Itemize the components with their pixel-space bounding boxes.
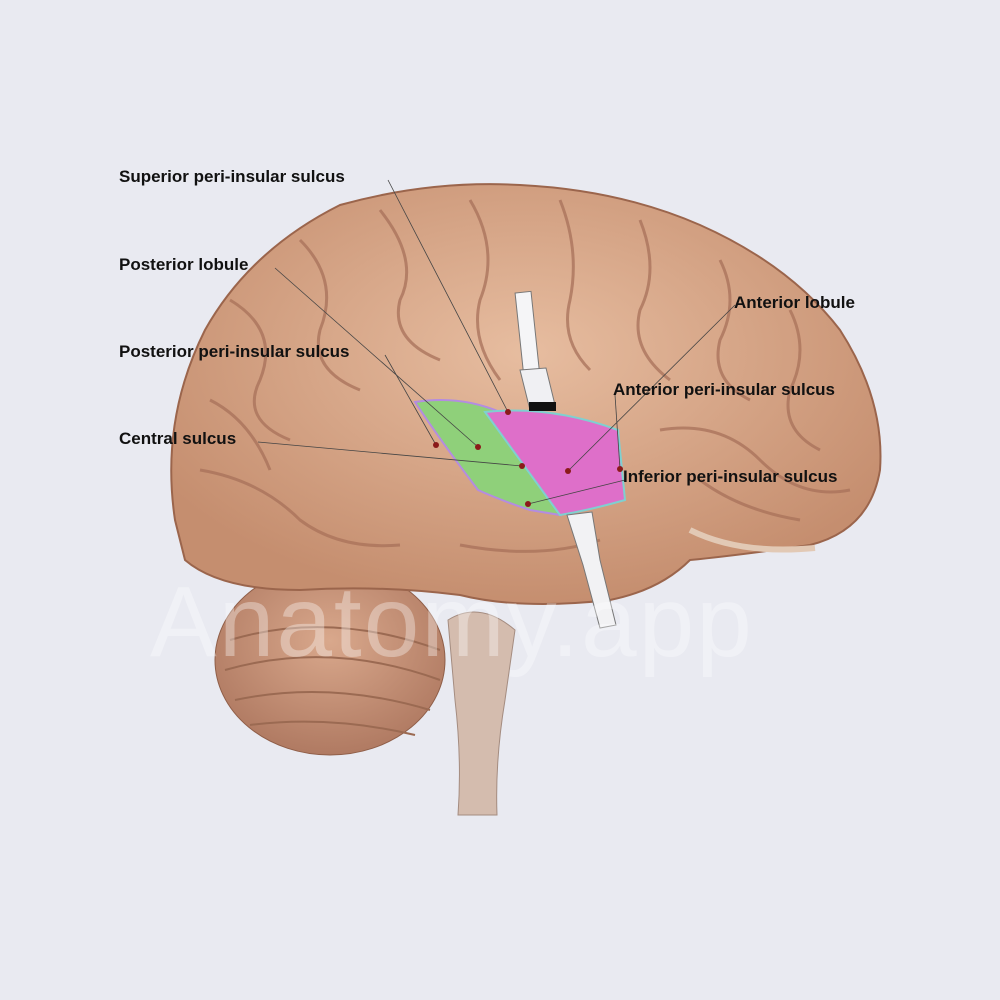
label-anterior-lobule: Anterior lobule [734, 293, 855, 312]
gyri-texture [199, 199, 851, 553]
leader-dots [433, 409, 623, 507]
label-superior-peri-insular-sulcus: Superior peri-insular sulcus [119, 167, 345, 186]
posterior-lobule-region [413, 398, 562, 517]
leader-lines [257, 179, 736, 505]
label-inferior-peri-insular-sulcus: Inferior peri-insular sulcus [623, 467, 838, 486]
label-posterior-peri-insular-sulcus: Posterior peri-insular sulcus [119, 342, 350, 361]
lower-retractor [566, 511, 617, 629]
label-anterior-peri-insular-sulcus: Anterior peri-insular sulcus [613, 380, 835, 399]
watermark: Anatomy.app [150, 566, 754, 678]
label-posterior-lobule: Posterior lobule [119, 255, 249, 274]
olfactory-tract [688, 527, 816, 553]
brainstem [447, 611, 516, 816]
label-central-sulcus: Central sulcus [119, 429, 237, 448]
